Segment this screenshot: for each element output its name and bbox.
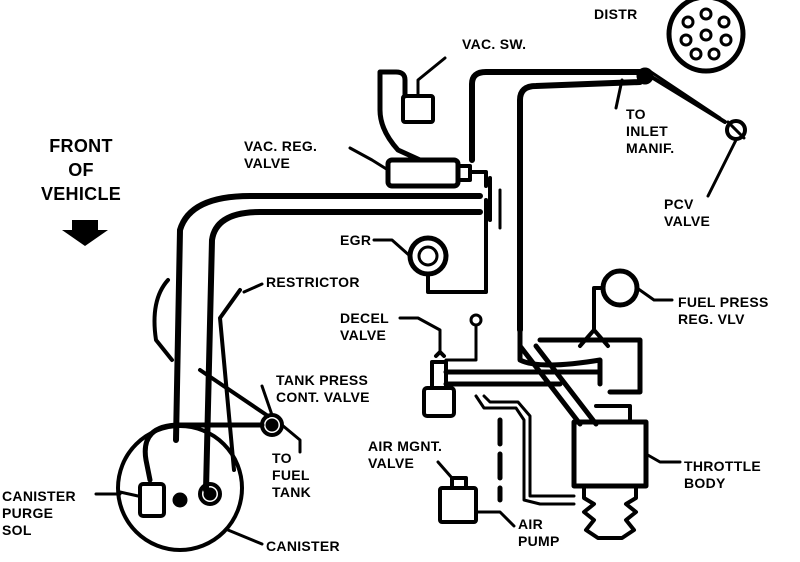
vac-switch-label: VAC. SW. xyxy=(462,36,527,52)
vac-reg-valve xyxy=(348,146,488,189)
fuel-press-reg-label: FUEL PRESS REG. VLV xyxy=(678,294,769,327)
vac-reg-valve-label: VAC. REG. VALVE xyxy=(244,138,318,171)
egr-valve xyxy=(372,198,488,294)
air-mgnt-valve-label: AIR MGNT. VALVE xyxy=(368,438,443,471)
hose-to-canister xyxy=(173,176,502,493)
tank-press-cont-valve-label: TANK PRESS CONT. VALVE xyxy=(276,372,370,405)
decel-valve xyxy=(398,313,603,418)
restrictor xyxy=(152,278,264,472)
air-pump-label: AIR PUMP xyxy=(518,516,560,549)
to-inlet-manifold-label: TO INLET MANIF. xyxy=(626,106,675,156)
air-management-valve xyxy=(436,394,576,528)
egr-label: EGR xyxy=(340,232,372,248)
hose-inlet-manifold xyxy=(469,67,727,333)
distributor-label: DISTR xyxy=(594,6,638,22)
pcv-valve xyxy=(706,119,747,198)
pcv-valve-label: PCV VALVE xyxy=(664,196,711,229)
canister xyxy=(116,424,264,552)
to-fuel-tank-label: TO FUEL TANK xyxy=(272,450,312,500)
canister-purge-sol-label: CANISTER PURGE SOL xyxy=(2,488,76,538)
throttle-body-label: THROTTLE BODY xyxy=(684,458,762,491)
throttle-body xyxy=(517,327,682,540)
front-arrow xyxy=(62,220,108,246)
canister-label: CANISTER xyxy=(266,538,340,554)
distributor-cap xyxy=(666,0,746,74)
decel-valve-label: DECEL VALVE xyxy=(340,310,389,343)
restrictor-label: RESTRICTOR xyxy=(266,274,360,290)
vac-switch xyxy=(377,56,447,163)
front-of-vehicle-label: FRONT OF VEHICLE xyxy=(40,136,122,204)
fuel-press-reg-valve xyxy=(578,268,674,348)
